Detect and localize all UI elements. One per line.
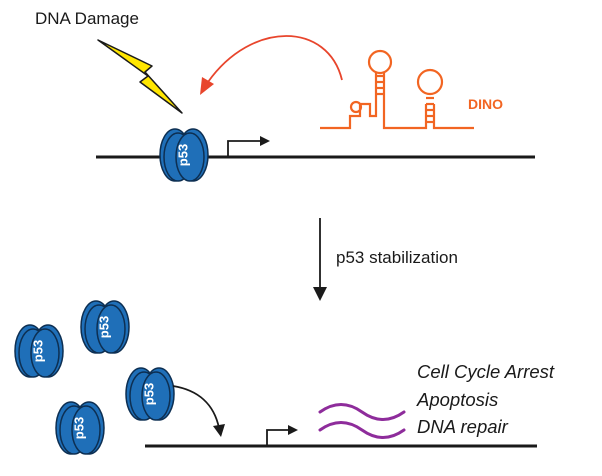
stem-loop-icon xyxy=(416,68,444,96)
p53-label: p53 xyxy=(30,340,45,362)
mrna-wave-icon xyxy=(318,403,406,439)
dino-rna xyxy=(320,49,474,130)
promoter-arrow-icon xyxy=(266,429,290,446)
p53-label: p53 xyxy=(175,144,190,166)
dino-label: DINO xyxy=(468,96,503,112)
outcome-dna-repair: DNA repair xyxy=(417,416,509,437)
binding-arrowhead-icon xyxy=(213,424,225,437)
p53-label: p53 xyxy=(71,417,86,439)
lightning-bolt-icon xyxy=(97,39,183,114)
p53-complex-bound: p53 xyxy=(159,128,209,182)
p53-complex: p53 xyxy=(55,401,105,455)
stabilization-label: p53 stabilization xyxy=(336,248,458,267)
p53-label: p53 xyxy=(141,383,156,405)
dna-damage-label: DNA Damage xyxy=(35,9,139,28)
stem-loop-icon xyxy=(349,100,363,114)
outcome-apoptosis: Apoptosis xyxy=(416,389,498,410)
feedback-arrowhead-icon xyxy=(200,77,214,95)
p53-complex: p53 xyxy=(14,324,64,378)
p53-complex: p53 xyxy=(125,367,175,421)
feedback-arrow xyxy=(207,35,343,83)
binding-arrow xyxy=(172,385,220,429)
promoter-arrow-icon xyxy=(227,140,262,157)
promoter-arrowhead-icon xyxy=(260,136,270,146)
stabilization-arrowhead-icon xyxy=(313,287,327,301)
p53-label: p53 xyxy=(96,316,111,338)
p53-complex: p53 xyxy=(80,300,130,354)
promoter-arrowhead-icon xyxy=(288,425,298,435)
outcome-cell-cycle-arrest: Cell Cycle Arrest xyxy=(417,361,555,382)
stem-loop-icon xyxy=(367,49,393,75)
